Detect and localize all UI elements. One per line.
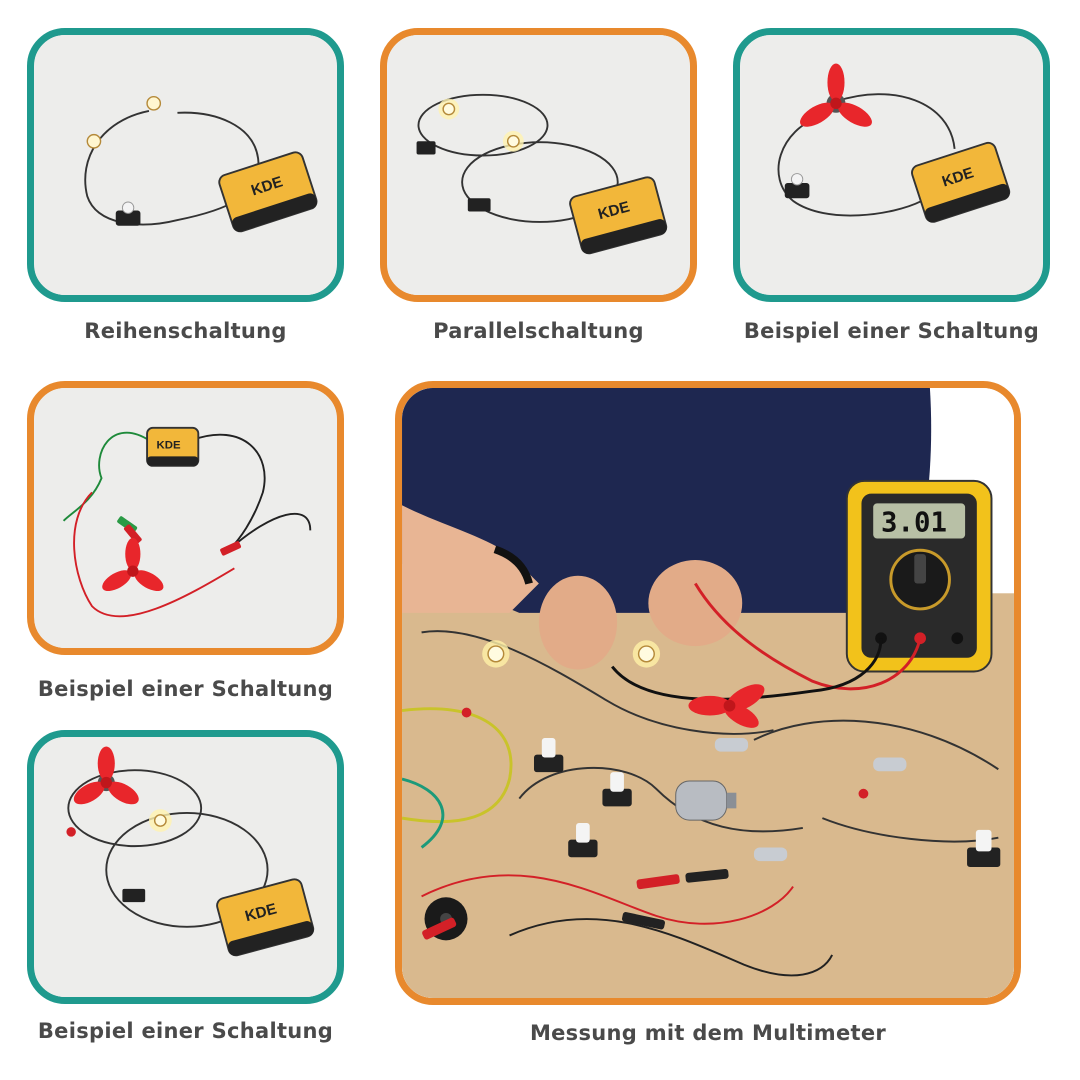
photo-fan-bulb-circuit: KDE xyxy=(27,730,344,1004)
black-clip-icon xyxy=(621,912,665,930)
caption-example-circuit-3: Beispiel einer Schaltung xyxy=(37,1019,334,1043)
caption-multimeter-measurement: Messung mit dem Multimeter xyxy=(529,1021,887,1045)
switch-icon xyxy=(533,754,564,773)
switch-icon xyxy=(122,888,146,903)
right-hand xyxy=(648,560,743,647)
battery-icon: KDE xyxy=(569,176,668,255)
switch-icon xyxy=(602,788,632,807)
bulb-icon xyxy=(487,645,505,663)
red-clip-icon xyxy=(422,917,457,940)
caption-example-circuit-2: Beispiel einer Schaltung xyxy=(37,677,334,701)
bulb-socket-icon xyxy=(753,847,788,862)
red-clip-icon xyxy=(636,874,680,890)
bulb-icon xyxy=(637,645,655,663)
bulb-icon xyxy=(506,134,520,148)
fan-icon xyxy=(688,684,765,728)
red-clip-icon xyxy=(220,541,242,556)
switch-icon xyxy=(416,141,436,155)
battery-icon: KDE xyxy=(218,151,318,233)
black-clip-icon xyxy=(685,868,729,883)
switch-icon xyxy=(467,198,491,212)
person-shirt xyxy=(402,388,932,613)
red-clip-icon xyxy=(123,524,142,544)
caption-example-circuit-1: Beispiel einer Schaltung xyxy=(743,319,1040,343)
multimeter-display: 3.01 xyxy=(881,508,947,539)
motor-icon xyxy=(675,780,737,821)
bulb-socket-icon xyxy=(714,737,749,752)
caption-series-circuit: Reihenschaltung xyxy=(84,319,287,343)
clip-circuit-illustration: KDE xyxy=(35,388,336,648)
switch-icon xyxy=(784,183,810,199)
bulb-socket-icon xyxy=(873,757,907,772)
fan-icon xyxy=(102,537,164,592)
parallel-circuit-illustration: KDE xyxy=(388,35,689,295)
push-button-icon xyxy=(66,827,76,837)
bulb-icon xyxy=(442,102,456,116)
multimeter-scene-illustration: 3.01 xyxy=(402,388,1014,998)
push-button-icon xyxy=(858,788,869,799)
left-hand xyxy=(538,575,618,670)
switch-icon xyxy=(568,839,598,858)
bulb-icon xyxy=(153,814,167,827)
push-button-icon xyxy=(461,707,472,718)
battery-label: KDE xyxy=(157,440,181,452)
bulb-icon xyxy=(86,133,102,149)
fan-bulb-circuit-illustration: KDE xyxy=(35,737,336,997)
photo-fan-circuit: KDE xyxy=(733,28,1050,302)
battery-icon: KDE xyxy=(146,426,200,467)
photo-multimeter-measurement: 3.01 xyxy=(395,381,1021,1005)
caption-parallel-circuit: Parallelschaltung xyxy=(433,319,644,343)
photo-parallel-circuit: KDE xyxy=(380,28,697,302)
fan-icon xyxy=(800,63,872,127)
photo-series-circuit: KDE xyxy=(27,28,344,302)
switch-icon xyxy=(115,210,141,226)
fan-circuit-illustration: KDE xyxy=(741,35,1042,295)
battery-icon: KDE xyxy=(216,878,315,957)
switch-icon xyxy=(967,847,1001,868)
multimeter-icon: 3.01 xyxy=(845,479,993,673)
bulb-icon xyxy=(146,95,162,111)
series-circuit-illustration: KDE xyxy=(35,35,336,295)
fan-icon xyxy=(73,746,139,805)
battery-icon: KDE xyxy=(911,141,1011,223)
photo-clip-circuit: KDE xyxy=(27,381,344,655)
